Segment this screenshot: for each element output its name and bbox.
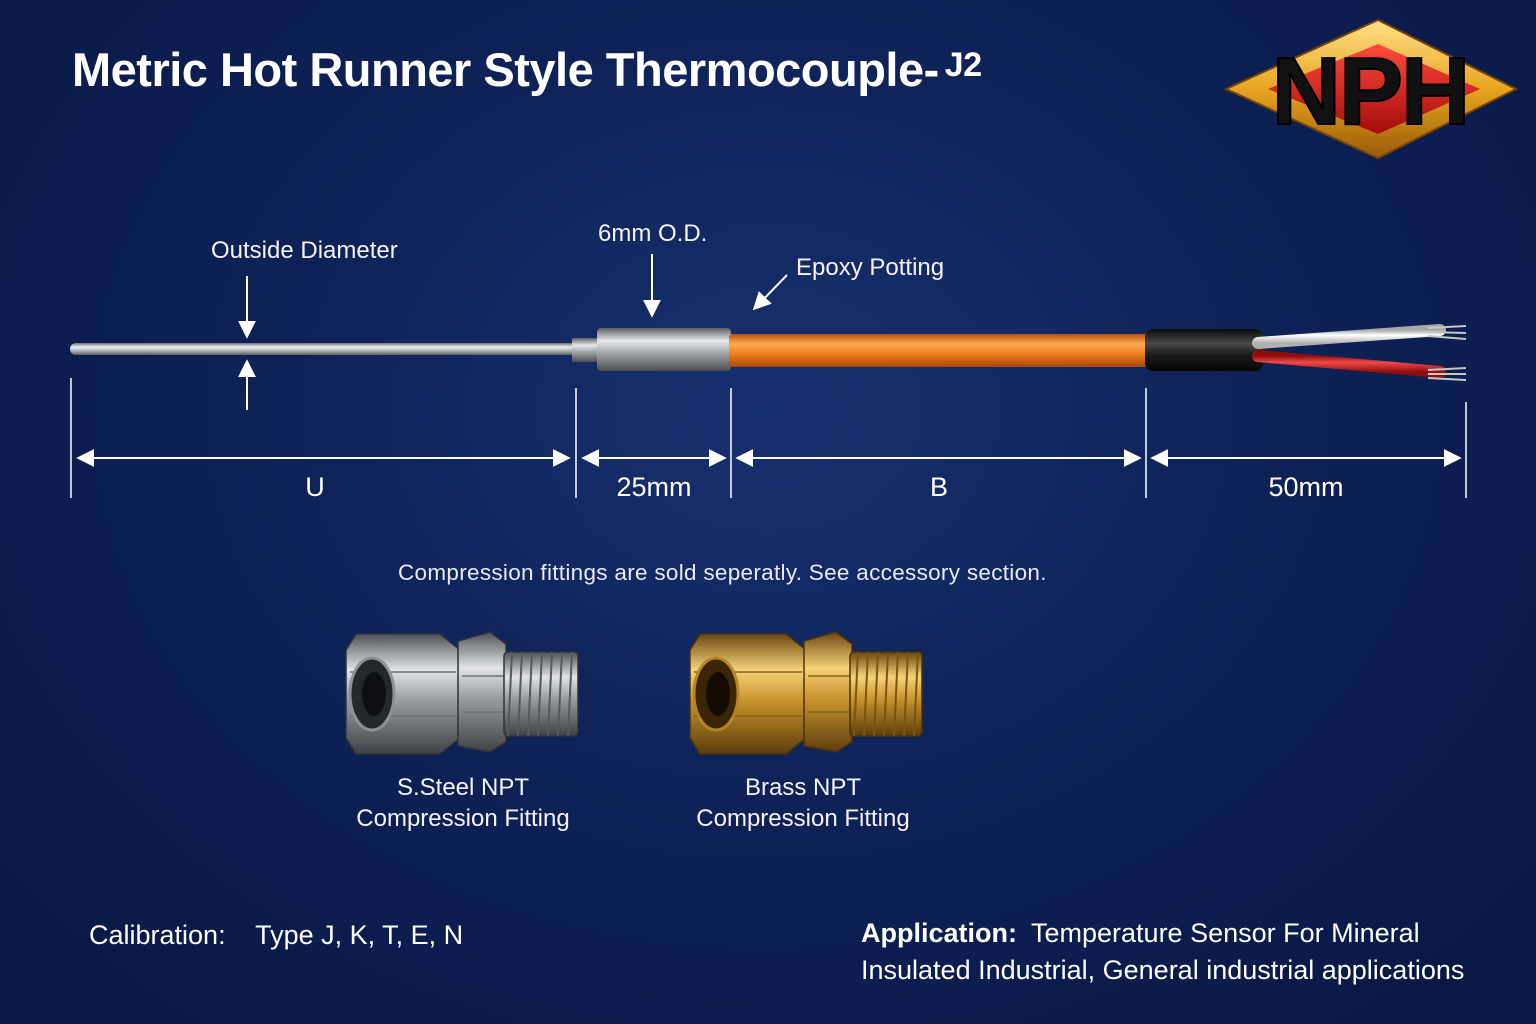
- red-wire-strands: [1427, 367, 1467, 381]
- ss-fitting-image: [345, 631, 579, 755]
- probe-collar: [572, 338, 600, 362]
- title-main: Metric Hot Runner Style Thermocouple-: [72, 43, 939, 96]
- brass-fitting-line2: Compression Fitting: [696, 805, 910, 832]
- ss-fitting-line1: S.Steel NPT: [396, 774, 530, 801]
- calibration-label: Calibration:: [89, 920, 226, 950]
- white-wire-strands: [1427, 325, 1467, 340]
- title-model: J2: [944, 46, 982, 84]
- probe-sheath: [70, 343, 576, 355]
- brass-fitting-caption: Brass NPT Compression Fitting: [683, 772, 923, 834]
- logo-text: NPH: [1272, 38, 1469, 145]
- accessory-note: Compression fittings are sold seperatly.…: [398, 560, 1047, 585]
- ss-fitting-line2: Compression Fitting: [356, 805, 570, 832]
- heat-shrink: [1145, 329, 1263, 371]
- outside-diameter-label: Outside Diameter: [211, 237, 398, 264]
- ss-fitting-caption: S.Steel NPT Compression Fitting: [343, 772, 583, 834]
- logo-center: [1268, 44, 1480, 134]
- brass-fitting-line1: Brass NPT: [744, 774, 861, 801]
- calibration-value: Type J, K, T, E, N: [255, 920, 464, 950]
- page-title: Metric Hot Runner Style Thermocouple-J2: [72, 42, 982, 97]
- nph-logo: NPH: [1223, 18, 1519, 160]
- dim-b-label: B: [929, 472, 948, 502]
- dim-50mm-label: 50mm: [1268, 472, 1344, 502]
- application-block: Application: Temperature Sensor For Miner…: [861, 915, 1464, 989]
- application-line2: Insulated Industrial, General industrial…: [861, 955, 1465, 985]
- dim-25mm-label: 25mm: [616, 472, 692, 502]
- orange-cable: [729, 334, 1149, 367]
- six-mm-od-label: 6mm O.D.: [598, 220, 708, 247]
- extension-lines: [70, 378, 1467, 498]
- white-wire: [1252, 324, 1446, 349]
- application-line1: Temperature Sensor For Mineral: [1031, 918, 1420, 948]
- epoxy-arrow: [752, 274, 788, 311]
- epoxy-potting-label: Epoxy Potting: [796, 254, 945, 281]
- brass-fitting-image: [689, 631, 923, 755]
- calibration-row: Calibration: Type J, K, T, E, N: [89, 920, 463, 951]
- transition-sleeve: [597, 328, 731, 371]
- dim-u-label: U: [305, 472, 325, 502]
- red-wire: [1252, 350, 1446, 378]
- application-label: Application:: [861, 918, 1017, 948]
